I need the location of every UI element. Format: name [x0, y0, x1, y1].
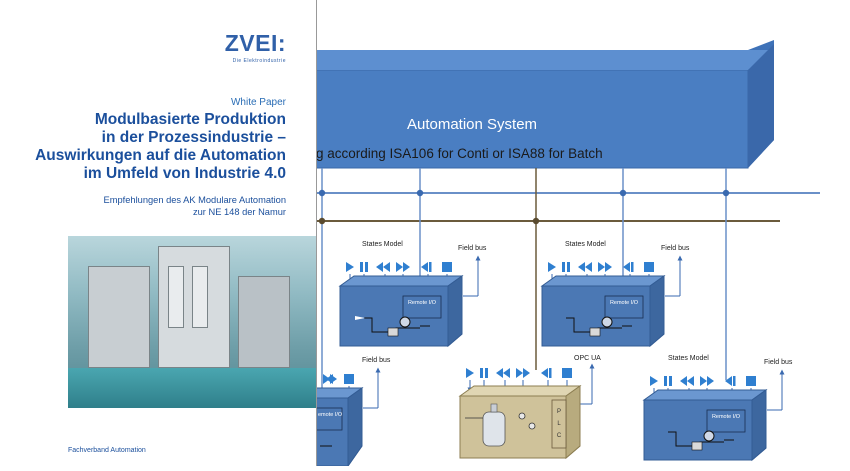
fast-forward-icon: [396, 262, 410, 272]
fast-forward-icon: [516, 368, 530, 378]
plc-box: [551, 399, 567, 449]
state-icons: [466, 368, 572, 378]
remote-io-box: [402, 295, 442, 319]
bus-node: [416, 189, 424, 197]
stop-icon: [746, 376, 756, 386]
remote-io-label: Remote I/O: [712, 414, 741, 420]
step-back-icon: [421, 262, 428, 272]
states-model-label: States Model: [668, 355, 709, 362]
stop-icon: [562, 368, 572, 378]
field-bus-label: Field bus: [764, 359, 793, 366]
plant-photo: [68, 236, 316, 408]
svg-text:L: L: [557, 421, 561, 427]
state-icons: [650, 376, 756, 386]
remote-io-label: Remote I/O: [408, 300, 437, 306]
step-back-icon: [541, 368, 548, 378]
play-icon: [650, 376, 658, 386]
bus-node: [318, 189, 326, 197]
automation-system-box: Automation System g according ISA106 for…: [315, 40, 774, 169]
system-title: Automation System: [407, 116, 537, 133]
step-back-icon: [326, 374, 333, 384]
states-model-label: States Model: [362, 241, 403, 248]
bus-node: [532, 217, 540, 225]
rewind-icon: [578, 262, 592, 272]
play-icon: [346, 262, 354, 272]
pause-icon: [480, 368, 483, 378]
system-subtitle: g according ISA106 for Conti or ISA88 fo…: [316, 146, 603, 161]
pause-icon: [562, 262, 565, 272]
reactor-vessel-icon: [465, 403, 536, 447]
field-bus-label: Field bus: [362, 357, 391, 364]
step-back-icon: [623, 262, 630, 272]
logo-subtitle: Die Elektroindustrie: [232, 58, 286, 64]
process-module-1: States Model Field bus Remote I/O: [338, 241, 487, 348]
bus-node: [619, 189, 627, 197]
svg-text:C: C: [557, 433, 562, 439]
remote-io-box: [604, 295, 644, 319]
plc-label: P: [557, 409, 561, 415]
play-icon: [466, 368, 474, 378]
document-title: Modulbasierte Produktion in der Prozessi…: [35, 111, 286, 182]
zvei-logo: ZVEI:: [224, 30, 286, 56]
opc-ua-label: OPC UA: [574, 355, 601, 362]
play-icon: [548, 262, 556, 272]
plc-module: OPC UA P L C: [458, 355, 601, 460]
stop-icon: [442, 262, 452, 272]
document-subtitle: Empfehlungen des AK Modulare Automation …: [103, 195, 286, 217]
fast-forward-icon: [598, 262, 612, 272]
cover-footer: Fachverband Automation: [68, 447, 146, 454]
pause-icon: [664, 376, 667, 386]
white-paper-cover: ZVEI: Die Elektroindustrie White Paper M…: [0, 0, 317, 466]
pause-icon: [360, 262, 363, 272]
remote-io-label: emote I/O: [318, 412, 343, 418]
states-model-label: States Model: [565, 241, 606, 248]
bus-node: [722, 189, 730, 197]
process-module-4: States Model Field bus Remote I/O: [642, 355, 793, 462]
document-type-label: White Paper: [230, 97, 286, 108]
rewind-icon: [376, 262, 390, 272]
state-icons: [548, 262, 654, 272]
process-module-2: States Model Field bus Remote I/O: [540, 241, 690, 348]
fast-forward-icon: [700, 376, 714, 386]
rewind-icon: [680, 376, 694, 386]
remote-io-label: Remote I/O: [610, 300, 639, 306]
step-back-icon: [725, 376, 732, 386]
rewind-icon: [496, 368, 510, 378]
stop-icon: [644, 262, 654, 272]
state-icons: [323, 374, 354, 384]
field-bus-label: Field bus: [458, 245, 487, 252]
stop-icon: [344, 374, 354, 384]
field-bus-label: Field bus: [661, 245, 690, 252]
bus-node: [318, 217, 326, 225]
process-module-3: Field bus emote I/O: [315, 357, 391, 468]
state-icons: [346, 262, 452, 272]
remote-io-box: [706, 409, 746, 433]
